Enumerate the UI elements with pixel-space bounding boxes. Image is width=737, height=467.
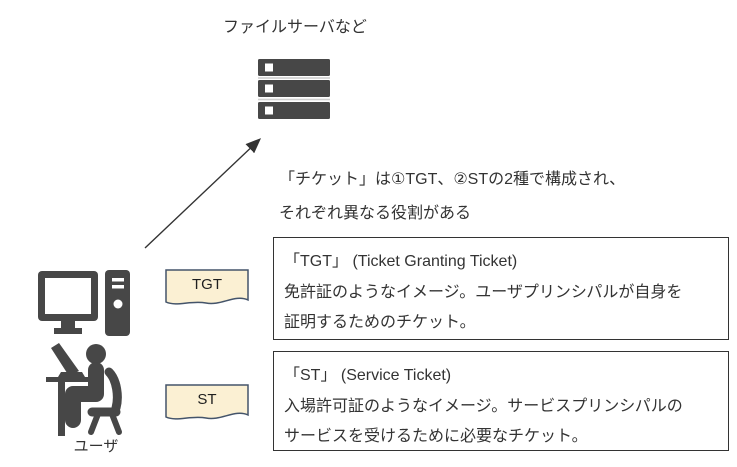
tgt-box-desc-line1: 免許証のようなイメージ。ユーザプリンシパルが自身を bbox=[284, 283, 683, 301]
tgt-box-title: 「TGT」 (Ticket Granting Ticket) bbox=[284, 253, 518, 270]
tgt-ticket-label: TGT bbox=[192, 276, 222, 293]
document-shape-icon bbox=[165, 269, 249, 305]
ticket-note-line1: 「チケット」は①TGT、②STの2種で構成され、 bbox=[279, 171, 626, 188]
tgt-box-desc-line2: 証明するためのチケット。 bbox=[284, 314, 476, 331]
server-rack-icon bbox=[258, 59, 330, 119]
ticket-note-text: 「チケット」は①TGT、②STの2種で構成され、 それぞれ異なる役割がある bbox=[279, 163, 625, 231]
tgt-description-box: 「TGT」 (Ticket Granting Ticket) 免許証のようなイメ… bbox=[273, 237, 729, 340]
file-server-label: ファイルサーバなど bbox=[223, 19, 367, 36]
st-box-title: 「ST」 (Service Ticket) bbox=[284, 367, 452, 384]
st-ticket-label: ST bbox=[197, 391, 217, 408]
user-label: ユーザ bbox=[73, 438, 119, 455]
arrow-up-right-icon bbox=[144, 138, 262, 249]
st-box-desc-line2: サービスを受けるために必要なチケット。 bbox=[284, 428, 588, 445]
st-description-box: 「ST」 (Service Ticket) 入場許可証のようなイメージ。サービス… bbox=[273, 351, 729, 451]
person-at-desk-icon bbox=[46, 343, 122, 436]
tgt-ticket-shape: TGT bbox=[165, 269, 249, 313]
document-shape-icon bbox=[165, 384, 249, 420]
desktop-computer-icon bbox=[38, 270, 130, 336]
st-box-desc-line1: 入場許可証のようなイメージ。サービスプリンシパルの bbox=[284, 397, 683, 415]
st-ticket-shape: ST bbox=[165, 384, 249, 428]
ticket-note-line2: それぞれ異なる役割がある bbox=[279, 205, 472, 222]
